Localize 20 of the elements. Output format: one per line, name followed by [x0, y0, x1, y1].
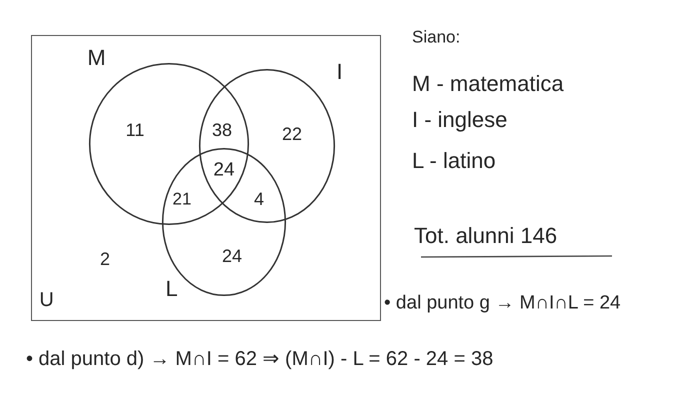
- region-count: 24: [222, 247, 242, 265]
- set-definition: L - latino: [412, 150, 496, 172]
- intro-text: Siano:: [412, 28, 460, 46]
- universe-box: [31, 35, 381, 321]
- set-label: I: [336, 60, 343, 83]
- deduction-text: • dal punto g → M∩I∩L = 24: [384, 294, 621, 312]
- set-definition: M - matematica: [412, 73, 564, 95]
- set-label: M: [87, 46, 106, 69]
- region-count: 11: [126, 121, 144, 139]
- region-count: 22: [282, 125, 302, 143]
- set-definition: I - inglese: [412, 109, 508, 131]
- region-count: 24: [213, 160, 235, 180]
- set-label: L: [165, 278, 178, 300]
- total-text: Tot. alunni 146: [414, 225, 558, 247]
- region-count: 21: [172, 190, 192, 208]
- region-count: 4: [254, 190, 264, 208]
- deduction-text: • dal punto d) → M∩I = 62 ⇒ (M∩I) - L = 62 - 24 = 38: [26, 349, 494, 369]
- region-count: 2: [100, 250, 110, 268]
- set-label: U: [39, 290, 54, 310]
- region-count: 38: [212, 121, 232, 139]
